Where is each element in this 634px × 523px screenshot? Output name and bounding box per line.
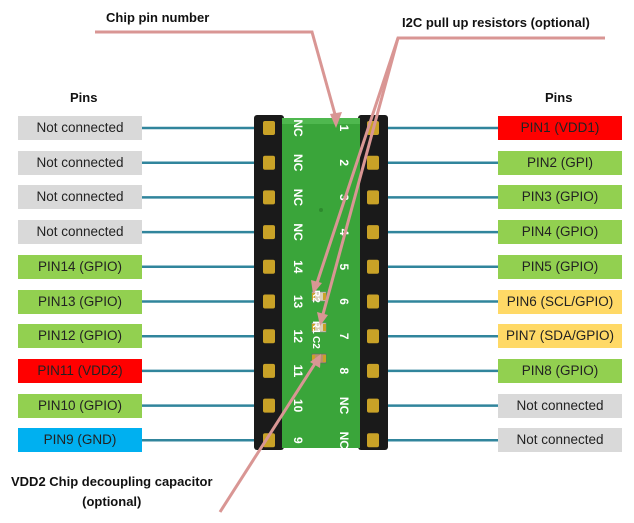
- left-pin-label: Not connected: [18, 185, 142, 210]
- silk-label-left: NC: [291, 189, 305, 207]
- gold-pin-right: [367, 363, 379, 378]
- left-pin-label: Not connected: [18, 116, 142, 140]
- silk-label-right: 5: [337, 263, 351, 270]
- gold-pins: [263, 121, 379, 448]
- gold-pin-left: [263, 259, 275, 274]
- silk-label-right: NC: [337, 432, 351, 450]
- right-pin-label: Not connected: [498, 393, 622, 418]
- gold-pin-left: [263, 225, 275, 240]
- annotation-vdd2-line2: (optional): [82, 494, 142, 509]
- arrowhead-chip-pin-number: [330, 112, 342, 128]
- left-pin-label: PIN9 (GND): [18, 428, 142, 453]
- pin-header-left: [254, 115, 284, 450]
- silk-label-left: 12: [291, 330, 305, 344]
- right-pin-label: Not connected: [498, 428, 622, 453]
- gold-pin-left: [263, 363, 275, 378]
- left-pin-label: Not connected: [18, 220, 142, 245]
- gold-pin-right: [367, 225, 379, 240]
- gold-pin-right: [367, 294, 379, 309]
- gold-pin-right: [367, 190, 379, 205]
- arrow-vdd2-capacitor: [218, 361, 318, 513]
- arrowhead-i2c-2: [317, 312, 328, 326]
- gold-pin-left: [263, 155, 275, 170]
- left-pin-label: PIN11 (VDD2): [18, 358, 142, 383]
- silk-label-right: 6: [337, 298, 351, 305]
- silk-label-left: 10: [291, 399, 305, 413]
- left-pin-label: PIN12 (GPIO): [18, 324, 142, 349]
- silk-label-right: 8: [337, 368, 351, 375]
- gold-pin-left: [263, 433, 275, 448]
- silk-label-left: 9: [291, 437, 305, 444]
- silk-label-right: 2: [337, 159, 351, 166]
- annotation-arrows: [95, 30, 605, 513]
- left-pin-label: PIN10 (GPIO): [18, 393, 142, 418]
- gold-pin-right: [367, 155, 379, 170]
- left-pin-label: PIN14 (GPIO): [18, 254, 142, 279]
- arrowhead-vdd2-capacitor: [310, 354, 321, 368]
- right-pin-label: PIN5 (GPIO): [498, 254, 622, 279]
- gold-pin-right: [367, 433, 379, 448]
- right-pin-label: PIN8 (GPIO): [498, 358, 622, 383]
- silk-label-left: NC: [291, 154, 305, 172]
- annotation-chip-pin-number: Chip pin number: [106, 10, 210, 25]
- silk-label-left: 14: [291, 260, 305, 274]
- right-pin-label: PIN1 (VDD1): [498, 116, 622, 140]
- right-pin-label: PIN2 (GPI): [498, 150, 622, 175]
- silk-label-r1: R1: [310, 321, 321, 334]
- left-pins-title: Pins: [70, 90, 98, 105]
- arrow-i2c-2: [320, 37, 400, 319]
- silk-label-left: 13: [291, 295, 305, 309]
- left-pin-label: Not connected: [18, 150, 142, 175]
- annotation-vdd2-decoupling: VDD2 Chip decoupling capacitor (optional…: [11, 472, 213, 512]
- gold-pin-left: [263, 121, 275, 135]
- connector-lines: [142, 126, 498, 442]
- silkscreen-components: R2 R1 C2: [310, 290, 321, 349]
- silk-label-c2: C2: [310, 336, 321, 349]
- silk-label-left: NC: [291, 119, 305, 137]
- silk-label-right: NC: [337, 397, 351, 415]
- annotation-vdd2-line1: VDD2 Chip decoupling capacitor: [11, 474, 213, 489]
- silk-label-left: 11: [291, 365, 305, 378]
- left-pin-label: PIN13 (GPIO): [18, 289, 142, 314]
- right-pins-title: Pins: [545, 90, 573, 105]
- gold-pin-right: [367, 259, 379, 274]
- gold-pin-left: [263, 294, 275, 309]
- gold-pin-left: [263, 190, 275, 205]
- annotation-i2c-pullups: I2C pull up resistors (optional): [402, 15, 590, 30]
- silk-label-r2: R2: [310, 290, 321, 303]
- silkscreen-left: NC NC NC NC 14 13 12 11 10 9: [291, 119, 305, 444]
- right-pin-label: PIN7 (SDA/GPIO): [498, 324, 622, 349]
- arrowhead-i2c-1: [311, 280, 322, 294]
- gold-pin-right: [367, 329, 379, 344]
- silk-label-right: 1: [337, 125, 351, 132]
- gold-pin-right: [367, 398, 379, 413]
- gold-pin-left: [263, 398, 275, 413]
- right-pin-label: PIN3 (GPIO): [498, 185, 622, 210]
- silk-label-left: NC: [291, 223, 305, 241]
- right-pin-label: PIN4 (GPIO): [498, 220, 622, 245]
- pin-header-right: [358, 115, 388, 450]
- silk-label-right: 7: [337, 333, 351, 340]
- right-pin-label: PIN6 (SCL/GPIO): [498, 289, 622, 314]
- gold-pin-left: [263, 329, 275, 344]
- arrow-chip-pin-number: [95, 30, 338, 119]
